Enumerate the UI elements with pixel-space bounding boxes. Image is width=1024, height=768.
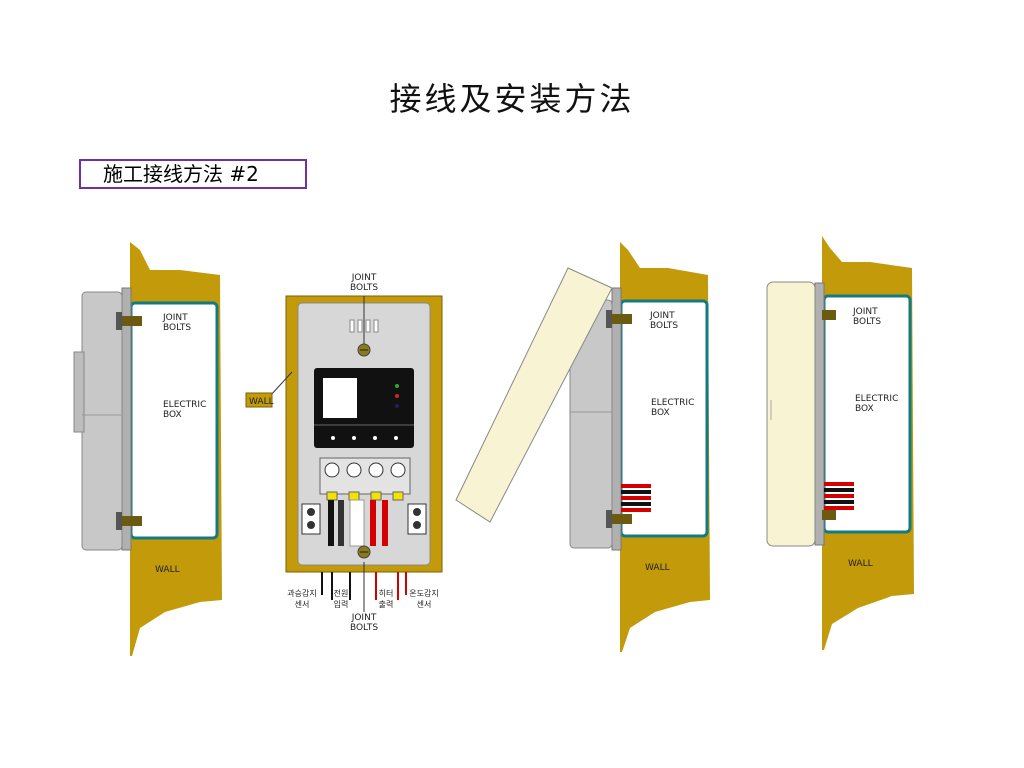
cover-plate [455, 267, 613, 523]
led-blue [395, 404, 399, 408]
electric-box [619, 299, 709, 538]
controller-knob [73, 351, 85, 433]
led-red [395, 394, 399, 398]
wire-label-temp-sensor-sub: 센서 [417, 599, 432, 609]
side-terminal [407, 503, 427, 535]
joint-label: JOINT [351, 273, 377, 283]
bolt-icon [822, 510, 836, 520]
led-green [395, 384, 399, 388]
wire-label-power-input: 전원 [334, 588, 349, 598]
wire-black [328, 500, 334, 546]
wall-tag [245, 392, 273, 408]
panel-side-view-mounted: JOINT BOLTS ELECTRIC BOX WALL [73, 242, 222, 656]
wire-bundle [621, 484, 651, 512]
box-label: BOX [163, 410, 182, 420]
bolts-label: BOLTS [350, 623, 378, 633]
electric-label: ELECTRIC [855, 394, 898, 404]
cover-plate [766, 281, 816, 547]
wall-label: WALL [645, 563, 670, 573]
controller-body [81, 291, 123, 551]
electric-label: ELECTRIC [163, 400, 206, 410]
bolts-label: BOLTS [350, 283, 378, 293]
bolts-label: BOLTS [853, 317, 881, 327]
wire-label-temp-sensor: 온도감지 [409, 588, 438, 598]
wire-label-overheat-sensor: 과승감지 [287, 588, 316, 598]
page-title: 接线及安装方法 [389, 80, 635, 118]
panel-installed: JOINT BOLTS ELECTRIC BOX WALL [766, 236, 914, 650]
lcd-screen [323, 378, 357, 418]
section-label: 施工接线方法 #2 [79, 159, 307, 189]
bolt-icon [116, 512, 142, 530]
wire-label-overheat-sensor-sub: 센서 [295, 599, 310, 609]
wall-label: WALL [155, 565, 180, 575]
bolt-icon [116, 312, 142, 330]
wire-red [370, 500, 376, 546]
bolt-icon [822, 310, 836, 320]
wire-label-heater-output: 히터 [379, 588, 394, 598]
bolt-icon [606, 310, 632, 328]
wire-label-heater-output-sub: 출력 [379, 599, 394, 609]
electric-label: ELECTRIC [651, 398, 694, 408]
wire-bundle [824, 482, 854, 510]
mounting-plate [611, 287, 622, 551]
wire-label-power-input-sub: 입력 [334, 599, 349, 609]
wire-red [382, 500, 388, 546]
mounting-plate [814, 282, 825, 546]
joint-label: JOINT [649, 311, 675, 321]
box-label: BOX [855, 404, 874, 414]
joint-label: JOINT [162, 313, 188, 323]
electric-box [129, 301, 219, 540]
bolts-label: BOLTS [163, 323, 191, 333]
panel-front-view-wiring: WALL JOINT BOLTS JOINT BOLTS 과승감지 센서 전원 … [245, 273, 443, 633]
panel-cover-attaching: JOINT BOLTS ELECTRIC BOX WALL [455, 242, 710, 652]
joint-label: JOINT [852, 307, 878, 317]
bolts-label: BOLTS [650, 321, 678, 331]
wire-black [338, 500, 344, 546]
wall-label: WALL [848, 559, 873, 569]
joint-label: JOINT [351, 613, 377, 623]
box-label: BOX [651, 408, 670, 418]
mounting-plate [121, 287, 132, 551]
side-terminal [301, 503, 321, 535]
bolt-icon [606, 510, 632, 528]
wall-label: WALL [249, 397, 274, 407]
